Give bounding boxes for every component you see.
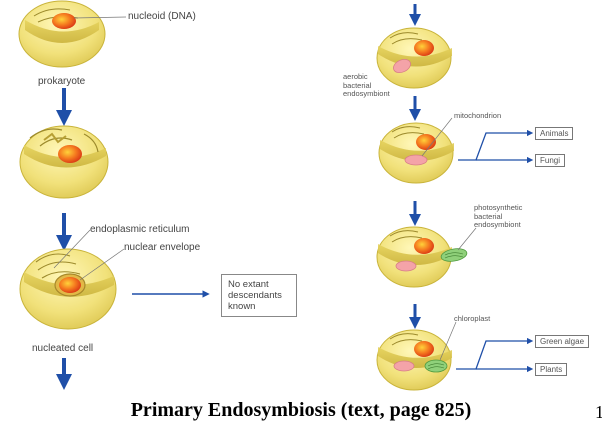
cell-aerobic-endosymbiont (376, 27, 452, 89)
cell-photosynthetic-endosymbiont (376, 226, 477, 288)
arrow-to-animals (458, 129, 534, 161)
label-chloroplast: chloroplast (454, 314, 491, 323)
nucleoid (52, 13, 76, 29)
prokaryote-cell (18, 0, 127, 68)
label-nuclear-envelope: nuclear envelope (124, 242, 201, 253)
cell-with-mitochondrion (378, 117, 454, 184)
label-nucleated-cell: nucleated cell (32, 343, 94, 354)
box-fungi: Fungi (535, 154, 566, 167)
box-animals: Animals (535, 127, 574, 140)
label-aerobic-endosymbiont: aerobic bacterial endosymbiont (343, 72, 390, 98)
label-endoplasmic-reticulum: endoplasmic reticulum (90, 224, 190, 235)
label-prokaryote: prokaryote (38, 76, 86, 87)
page-number: 1 (595, 402, 602, 422)
label-mitochondrion: mitochondrion (454, 111, 502, 120)
page-title: Primary Endosymbiosis (text, page 825) (130, 399, 472, 421)
arrow-to-green-algae (456, 337, 534, 370)
infolding-cell (19, 125, 109, 199)
box-plants: Plants (535, 363, 568, 376)
label-nucleoid: nucleoid (DNA) (128, 11, 196, 22)
cell-with-chloroplast (376, 321, 457, 391)
box-green-algae: Green algae (535, 335, 590, 348)
nucleated-cell (19, 229, 125, 330)
box-no-extant-descendants: No extant descendants known (221, 274, 297, 317)
label-photosynthetic-endosymbiont: photosynthetic bacterial endosymbiont (474, 203, 523, 229)
